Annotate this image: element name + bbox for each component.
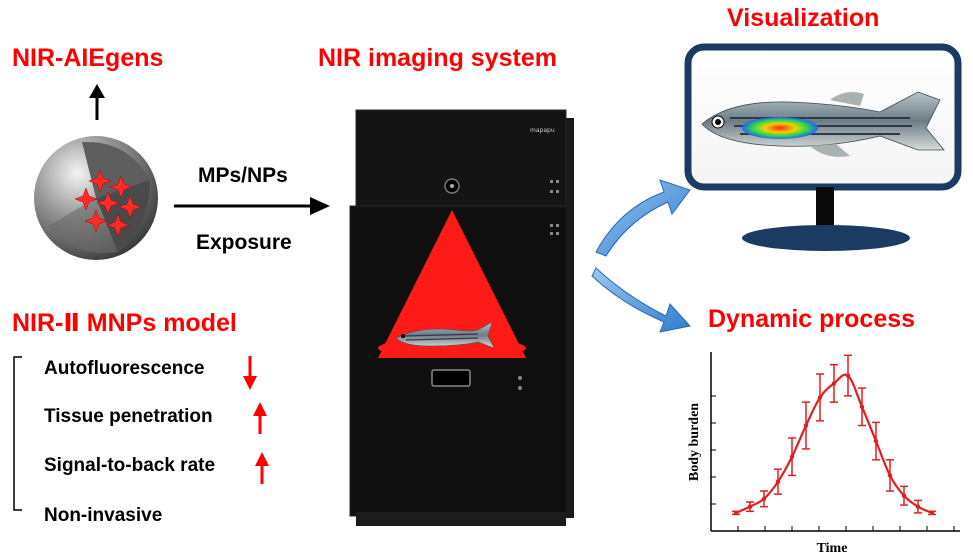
zebrafish-visualization <box>701 91 945 157</box>
property-autofluorescence: Autofluorescence <box>44 358 205 379</box>
data-point <box>803 423 809 428</box>
data-point <box>915 504 921 509</box>
data-point <box>873 438 879 444</box>
data-point <box>929 510 935 516</box>
label-exposure: Exposure <box>196 231 292 254</box>
zebrafish-in-chamber <box>395 321 495 349</box>
label-mps-nps: MPs/NPs <box>198 164 288 187</box>
nanoparticle-sphere <box>34 136 158 260</box>
data-point <box>775 479 781 484</box>
data-point <box>901 493 907 498</box>
blue-arrow-visualization <box>595 179 691 257</box>
monitor <box>684 43 962 251</box>
chart-y-ticks <box>711 395 716 532</box>
data-point <box>733 510 739 516</box>
chart-error-bars <box>732 354 936 516</box>
data-point <box>817 395 823 400</box>
aiegen-star-icons <box>74 169 142 237</box>
title-dynamic-process: Dynamic process <box>708 305 916 333</box>
data-point <box>747 504 753 509</box>
data-point <box>887 473 893 478</box>
data-point <box>761 496 767 502</box>
title-mnps-model: NIR-Ⅱ MNPs model <box>12 309 237 337</box>
body-burden-chart: Time Body burden <box>687 352 960 556</box>
chart-points <box>733 373 935 516</box>
property-tissue-penetration: Tissue penetration <box>44 406 213 427</box>
data-point <box>831 381 837 386</box>
data-point <box>859 404 865 409</box>
data-point <box>789 454 795 459</box>
property-non-invasive: Non-invasive <box>44 505 163 526</box>
up-arrow-to-aiegens <box>89 84 105 120</box>
svg-text:mapapu: mapapu <box>530 127 555 134</box>
title-nir-aiegens: NIR-AIEgens <box>12 44 164 72</box>
chart-x-ticks <box>710 526 955 531</box>
title-imaging-system: NIR imaging system <box>318 44 557 72</box>
property-signal-to-back: Signal-to-back rate <box>44 455 216 476</box>
properties-bracket <box>13 356 22 511</box>
down-arrow-icon <box>243 356 257 390</box>
up-arrow-icon <box>253 402 267 434</box>
exposure-arrow <box>174 197 330 215</box>
title-visualization: Visualization <box>727 4 880 32</box>
chart-y-label: Body burden <box>687 403 702 481</box>
imaging-system-cabinet: mapapu <box>349 109 574 526</box>
blue-arrow-dynamic <box>591 267 691 333</box>
up-arrow-icon <box>255 452 269 484</box>
chart-x-label: Time <box>817 541 848 556</box>
data-point <box>845 373 851 378</box>
